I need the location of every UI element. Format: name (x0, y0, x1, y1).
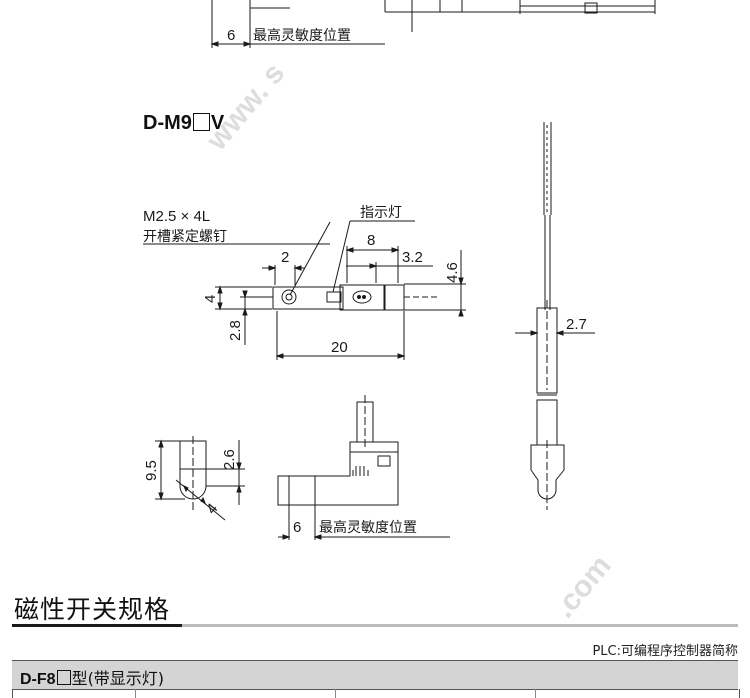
dim-20: 20 (331, 339, 348, 356)
dim-4: 4 (202, 295, 219, 303)
model-title: D-M9 V (143, 112, 224, 135)
section-rule-extension (182, 624, 738, 627)
dim-4-6: 4.6 (444, 262, 461, 283)
dim-2-8: 2.8 (227, 320, 244, 341)
dim-3-2: 3.2 (402, 249, 423, 266)
indicator-light-label: 指示灯 (360, 205, 402, 221)
square-placeholder-icon (56, 670, 71, 685)
table-header-model: D-F8 (20, 671, 56, 688)
section-title: 磁性开关规格 (14, 595, 171, 624)
bottom-max-sensitivity-label: 最高灵敏度位置 (319, 519, 417, 536)
table-header: D-F8 型(带显示灯) (12, 660, 738, 690)
top-dim-6: 6 (227, 27, 235, 44)
slotted-set-screw-label: 开槽紧定螺钉 (143, 229, 227, 245)
square-placeholder-icon (192, 113, 210, 131)
dim-6: 6 (293, 519, 301, 536)
dim-2: 2 (281, 249, 289, 266)
model-prefix: D-M9 (143, 112, 192, 134)
plc-note: PLC:可编程序控制器简称 (592, 644, 738, 659)
section-rule (12, 624, 182, 627)
model-suffix: V (210, 112, 225, 134)
top-max-sensitivity-label: 最高灵敏度位置 (253, 27, 351, 44)
table-first-row (12, 689, 740, 698)
screw-label: M2.5 × 4L (143, 208, 210, 225)
dim-9-5: 9.5 (143, 460, 160, 481)
table-header-title: D-F8 型(带显示灯) (12, 661, 738, 693)
table-header-rest: 型(带显示灯) (71, 669, 165, 688)
dim-8: 8 (367, 232, 375, 249)
dim-2-7: 2.7 (566, 316, 587, 333)
dim-2-6: 2.6 (221, 449, 238, 470)
